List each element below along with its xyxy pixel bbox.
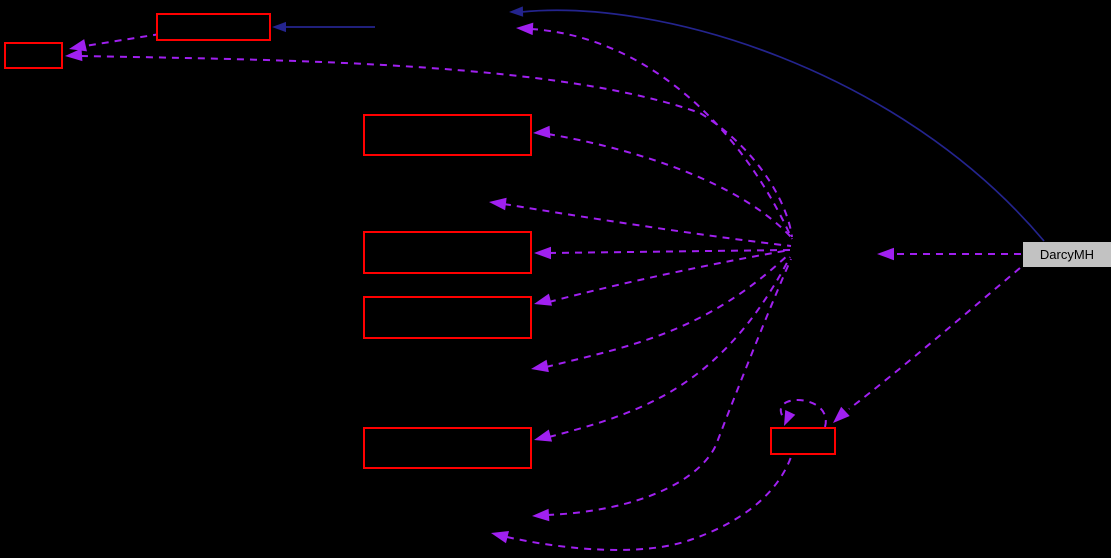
node-mid-truncated-4[interactable] bbox=[363, 427, 532, 469]
edge-hub-to-mid-box-4-arrowhead-0 bbox=[534, 429, 553, 442]
edge-solid-darcymh-to-top bbox=[520, 9, 1045, 242]
edge-solid-into-topleft-box-arrowhead-0 bbox=[272, 21, 286, 33]
edge-solid-darcymh-to-top-arrowhead-0 bbox=[509, 6, 524, 17]
edge-darcymh-to-small-box-arrowhead-0 bbox=[833, 406, 850, 423]
edge-topleft-box-to-left-box-arrowhead-0 bbox=[69, 39, 87, 52]
edge-hub-to-top-hidden-node bbox=[530, 28, 793, 240]
edge-hub-to-left-box-arrowhead-0 bbox=[65, 48, 83, 62]
edge-topleft-box-to-left-box bbox=[84, 33, 161, 47]
node-darcymh-label: DarcyMH bbox=[1040, 247, 1094, 262]
edge-hub-to-mid-box-2-arrowhead-0 bbox=[534, 246, 551, 260]
edge-small-box-to-bottom-node-arrowhead-0 bbox=[491, 530, 510, 544]
edge-hub-to-bottom-hidden-node-arrowhead-0 bbox=[532, 508, 550, 522]
edge-hub-to-bottom-hidden-node bbox=[546, 258, 792, 516]
edge-hub-to-hidden-mid-node bbox=[503, 203, 792, 247]
node-mid-truncated-2[interactable] bbox=[363, 231, 532, 274]
node-small-truncated[interactable] bbox=[770, 427, 836, 455]
edge-hub-to-mid-box-3-arrowhead-0 bbox=[534, 293, 553, 306]
edge-small-box-self-loop-arrowhead-0 bbox=[784, 410, 796, 426]
edge-hub-to-left-box bbox=[80, 55, 793, 238]
edge-hub-to-hidden-mid-node-arrowhead-0 bbox=[489, 197, 507, 211]
node-mid-truncated-1[interactable] bbox=[363, 114, 532, 156]
edge-darcymh-to-hub-arrowhead-0 bbox=[877, 247, 894, 261]
node-topleft-truncated[interactable] bbox=[156, 13, 271, 41]
edge-hub-to-mid-box-3 bbox=[548, 249, 791, 303]
edge-hub-to-top-hidden-node-arrowhead-0 bbox=[516, 22, 534, 36]
edge-small-box-to-bottom-node bbox=[506, 456, 792, 551]
edge-hub-to-hidden-lower-node-arrowhead-0 bbox=[531, 359, 549, 373]
node-left-truncated[interactable] bbox=[4, 42, 63, 69]
edge-hub-to-mid-box-2 bbox=[548, 249, 791, 254]
edge-small-box-self-loop bbox=[779, 399, 827, 428]
edge-darcymh-to-small-box bbox=[848, 267, 1021, 410]
edge-hub-to-mid-box-1-arrowhead-0 bbox=[533, 125, 551, 139]
edge-hub-to-hidden-lower-node bbox=[545, 253, 790, 368]
edge-hub-to-mid-box-1 bbox=[547, 133, 792, 238]
node-darcymh[interactable] bbox=[1023, 242, 1111, 267]
node-mid-truncated-3[interactable] bbox=[363, 296, 532, 339]
